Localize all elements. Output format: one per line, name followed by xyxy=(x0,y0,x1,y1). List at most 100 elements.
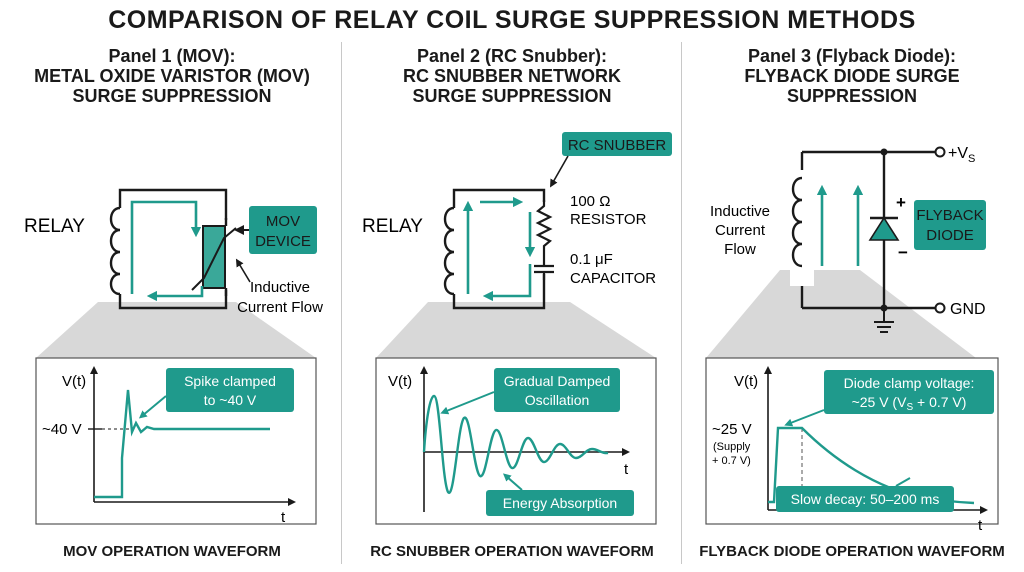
callout-line1: Spike clamped xyxy=(184,373,276,389)
circuit-wire xyxy=(800,150,936,310)
snubber-tag-label: RC SNUBBER xyxy=(568,137,667,154)
callout-line1: Gradual Damped xyxy=(504,373,611,389)
panel-footer: MOV OPERATION WAVEFORM xyxy=(63,543,281,560)
rc-diagram: RC SNUBBER 100 Ω RESISTOR 0.1 μF CAPACIT… xyxy=(362,132,672,525)
x-axis-label: t xyxy=(624,461,629,478)
diode-label-line1: FLYBACK xyxy=(916,207,983,224)
callout-pointer xyxy=(784,409,825,427)
relay-coil-icon xyxy=(443,206,455,296)
energy-callout-label: Energy Absorption xyxy=(503,495,617,511)
callout-line2-b: + 0.7 V) xyxy=(913,394,966,410)
decay-pointer xyxy=(895,477,911,487)
relay-label: RELAY xyxy=(362,216,423,237)
current-flow-arrow xyxy=(130,200,202,294)
panel-subtitle-line2: SUPPRESSION xyxy=(786,86,918,106)
level-note-line1: (Supply xyxy=(713,441,751,453)
device-label-line1: MOV xyxy=(266,213,300,230)
rc-waveform xyxy=(422,394,609,494)
level-label: ~40 V xyxy=(42,421,82,438)
level-label: ~25 V xyxy=(712,421,752,438)
panel-title: Panel 1 (MOV): METAL OXIDE VARISTOR (MOV… xyxy=(4,46,340,106)
panel-heading: Panel 2 (RC Snubber): xyxy=(416,46,608,66)
callout-box xyxy=(166,368,294,412)
panel-subtitle-line1: RC SNUBBER NETWORK xyxy=(403,66,621,86)
energy-pointer xyxy=(502,473,523,491)
diode-icon xyxy=(868,216,900,241)
main-title: COMPARISON OF RELAY COIL SURGE SUPPRESSI… xyxy=(108,6,916,34)
capacitor-label-line2: CAPACITOR xyxy=(570,270,656,287)
y-axis-label: V(t) xyxy=(388,373,412,390)
x-axis-label: t xyxy=(281,509,286,526)
level-note-line2: + 0.7 V) xyxy=(712,455,751,467)
resistor-label-line1: 100 Ω xyxy=(570,193,610,210)
supply-terminal xyxy=(934,146,946,158)
resistor-icon xyxy=(535,200,553,266)
panel-mov: Panel 1 (MOV): METAL OXIDE VARISTOR (MOV… xyxy=(4,40,340,572)
callout-line2: to ~40 V xyxy=(204,392,257,408)
callout-line1: Diode clamp voltage: xyxy=(844,375,975,391)
flow-label-line1: Inductive xyxy=(250,279,310,296)
panel-subtitle-line1: FLYBACK DIODE SURGE xyxy=(744,66,960,86)
callout-line2: ~25 V (VS + 0.7 V) xyxy=(852,394,967,413)
callout-box xyxy=(824,370,994,414)
panel-divider xyxy=(341,42,342,564)
panel-footer: FLYBACK DIODE OPERATION WAVEFORM xyxy=(699,543,1005,560)
panel-heading: Panel 1 (MOV): xyxy=(108,46,236,66)
capacitor-label-line1: 0.1 μF xyxy=(570,251,613,268)
callout-line2-a: ~25 V (V xyxy=(852,394,908,410)
flow-pointer xyxy=(235,258,251,283)
callout-line2: Oscillation xyxy=(525,392,590,408)
supply-text: +V xyxy=(948,145,968,162)
snubber-pointer xyxy=(550,155,569,188)
varistor-slash xyxy=(191,227,237,291)
supply-subscript: S xyxy=(968,153,975,165)
diode-label-line2: DIODE xyxy=(926,227,974,244)
y-axis-label: V(t) xyxy=(62,373,86,390)
flow-label-line2: Current xyxy=(715,222,766,239)
current-return-arrow xyxy=(146,286,204,302)
panel-heading: Panel 3 (Flyback Diode): xyxy=(747,46,957,66)
snubber-tag xyxy=(562,132,672,156)
mov-device-tag xyxy=(249,206,317,254)
x-axis-label: t xyxy=(978,517,983,534)
device-label-line2: DEVICE xyxy=(255,233,311,250)
panel-flyback-diode: Panel 3 (Flyback Diode): FLYBACK DIODE S… xyxy=(684,40,1020,572)
flow-label-line3: Flow xyxy=(724,241,756,258)
flow-label-line2: Current Flow xyxy=(237,299,323,316)
flow-label-line1: Inductive xyxy=(710,203,770,220)
panel-subtitle-line1: METAL OXIDE VARISTOR (MOV) xyxy=(34,66,310,86)
resistor-label-line2: RESISTOR xyxy=(570,211,647,228)
callout-box xyxy=(494,368,620,412)
zoom-callout-cone xyxy=(36,302,316,358)
minus-sign: − xyxy=(898,243,908,262)
relay-label: RELAY xyxy=(24,216,85,237)
energy-callout-box xyxy=(486,490,634,516)
gnd-label: GND xyxy=(950,301,986,318)
y-axis-label: V(t) xyxy=(734,373,758,390)
junction-dot xyxy=(880,148,888,156)
decay-callout-box xyxy=(776,486,954,512)
panel-title: Panel 3 (Flyback Diode): FLYBACK DIODE S… xyxy=(684,46,1020,106)
mov-waveform xyxy=(94,389,270,499)
panel-rc-snubber: Panel 2 (RC Snubber): RC SNUBBER NETWORK… xyxy=(344,40,680,572)
relay-coil-icon xyxy=(109,206,121,296)
decay-callout-label: Slow decay: 50–200 ms xyxy=(791,491,940,507)
panel-title: Panel 2 (RC Snubber): RC SNUBBER NETWORK… xyxy=(344,46,680,106)
diode-tag xyxy=(914,200,986,250)
flyback-diagram: + − +VS GND FLYBACK DIODE Inductive Curr… xyxy=(705,145,999,534)
zoom-callout-cone xyxy=(376,302,656,358)
callout-pointer xyxy=(440,391,495,415)
ground-icon xyxy=(874,308,894,333)
panel-footer: RC SNUBBER OPERATION WAVEFORM xyxy=(370,543,654,560)
zoom-callout-cone xyxy=(706,270,976,358)
current-return-arrow xyxy=(482,264,532,302)
panel-subtitle-line2: SURGE SUPPRESSION xyxy=(72,86,272,106)
mov-diagram: MOV DEVICE Inductive Current Flow RELAY … xyxy=(24,188,323,526)
gnd-terminal xyxy=(934,302,946,314)
callout-pointer xyxy=(138,395,167,419)
panel-subtitle-line2: SURGE SUPPRESSION xyxy=(412,86,612,106)
panel-divider xyxy=(681,42,682,564)
callout-line2-sub: S xyxy=(906,402,913,413)
relay-coil-icon xyxy=(791,176,803,268)
plus-sign: + xyxy=(896,193,906,212)
